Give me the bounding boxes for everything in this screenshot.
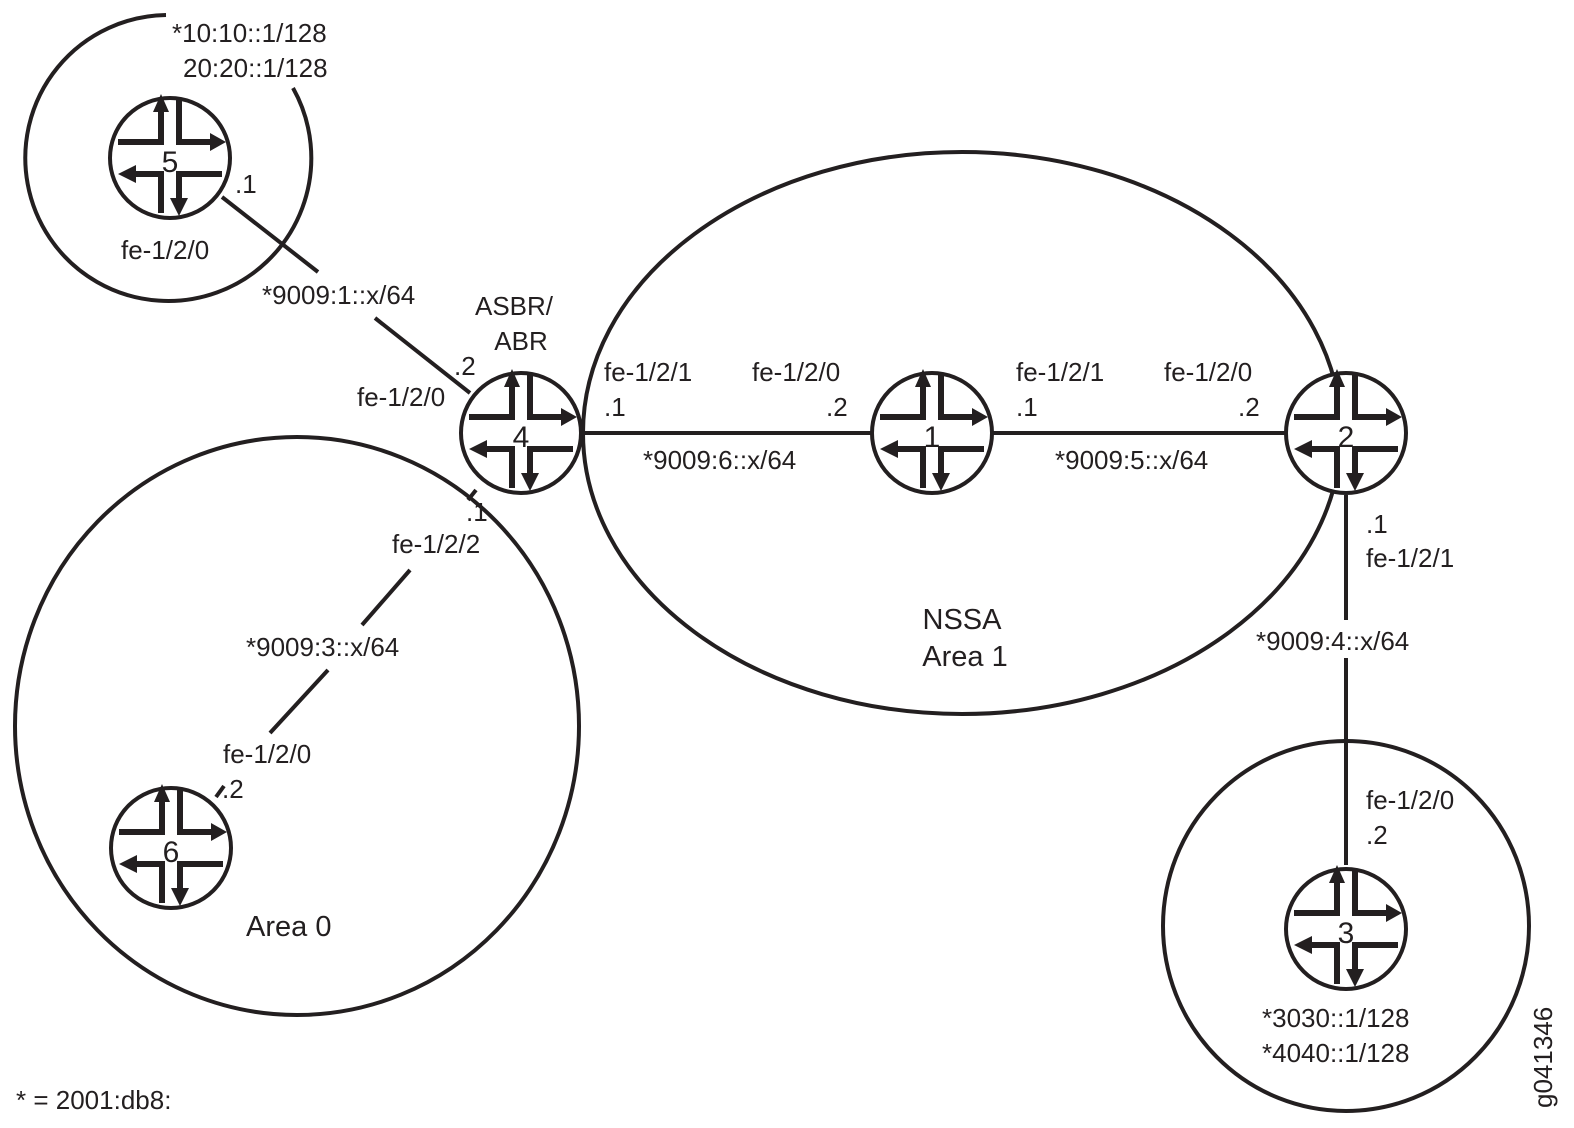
link-r4-r6: [268, 668, 330, 735]
area-0-label: Area 0: [246, 911, 331, 943]
figure-id: g041346: [1528, 1007, 1558, 1108]
router-5[interactable]: 5: [108, 92, 232, 220]
link-r4-r6: [360, 568, 412, 627]
router-3-loopback-2: *4040::1/128: [1262, 1038, 1409, 1068]
r4-iface-to-r1: fe-1/2/1: [604, 357, 692, 387]
link-r4-r6: [466, 488, 478, 502]
r4-iface-to-r5: fe-1/2/0: [357, 382, 445, 412]
subnet-r1-r2: *9009:5::x/64: [1055, 445, 1208, 475]
r2-iface-to-r3: fe-1/2/1: [1366, 543, 1454, 573]
link-r4-r6: [214, 784, 226, 799]
nssa-label-line2: Area 1: [922, 641, 1007, 673]
router-id-label: 3: [1338, 917, 1355, 950]
r1-host-to-r4: .2: [826, 392, 848, 422]
r4-host-to-r6: .1: [466, 497, 488, 527]
router-3[interactable]: 3: [1284, 863, 1408, 991]
r4-host-to-r5: .2: [454, 351, 476, 381]
router-id-label: 1: [924, 421, 941, 454]
r6-host-to-r4: .2: [222, 774, 244, 804]
subnet-r4-r6: *9009:3::x/64: [246, 632, 399, 662]
r3-iface-to-r2: fe-1/2/0: [1366, 785, 1454, 815]
router-4-role-line1: ASBR/: [475, 291, 554, 321]
r2-iface-to-r1: fe-1/2/0: [1164, 357, 1252, 387]
subnet-r5-r4: *9009:1::x/64: [262, 280, 415, 310]
router-1[interactable]: 1: [870, 367, 994, 495]
r5-host-label: .1: [235, 169, 257, 199]
r4-host-to-r1: .1: [604, 392, 626, 422]
area-0-boundary: [13, 435, 581, 1017]
r2-host-to-r1: .2: [1238, 392, 1260, 422]
router-5-loopback-1: *10:10::1/128: [172, 18, 327, 48]
subnet-r4-r1: *9009:6::x/64: [643, 445, 796, 475]
router-id-label: 6: [163, 836, 180, 869]
r1-host-to-r2: .1: [1016, 392, 1038, 422]
r1-iface-to-r2: fe-1/2/1: [1016, 357, 1104, 387]
router-6[interactable]: 6: [109, 782, 233, 910]
nssa-label-line1: NSSA: [923, 604, 1003, 636]
router-5-loopback-2: 20:20::1/128: [183, 53, 328, 83]
r6-iface-to-r4: fe-1/2/0: [223, 739, 311, 769]
router-id-label: 2: [1338, 421, 1355, 454]
r4-iface-to-r6: fe-1/2/2: [392, 529, 480, 559]
footnote-prefix-legend: * = 2001:db8:: [16, 1085, 171, 1115]
r1-iface-to-r4: fe-1/2/0: [752, 357, 840, 387]
area-r5-stub-boundary: [23, 13, 314, 303]
router-id-label: 4: [513, 421, 530, 454]
link-r5-r4: [220, 195, 320, 274]
router-3-loopback-1: *3030::1/128: [1262, 1003, 1409, 1033]
r2-host-to-r3: .1: [1366, 509, 1388, 539]
subnet-r2-r3: *9009:4::x/64: [1256, 626, 1409, 656]
link-r5-r4: [373, 316, 472, 395]
router-id-label: 5: [162, 146, 179, 179]
r5-iface-label: fe-1/2/0: [121, 235, 209, 265]
router-4[interactable]: 4: [459, 367, 583, 495]
router-2[interactable]: 2: [1284, 367, 1408, 495]
router-4-role-line2: ABR: [494, 326, 547, 356]
r3-host-to-r2: .2: [1366, 820, 1388, 850]
